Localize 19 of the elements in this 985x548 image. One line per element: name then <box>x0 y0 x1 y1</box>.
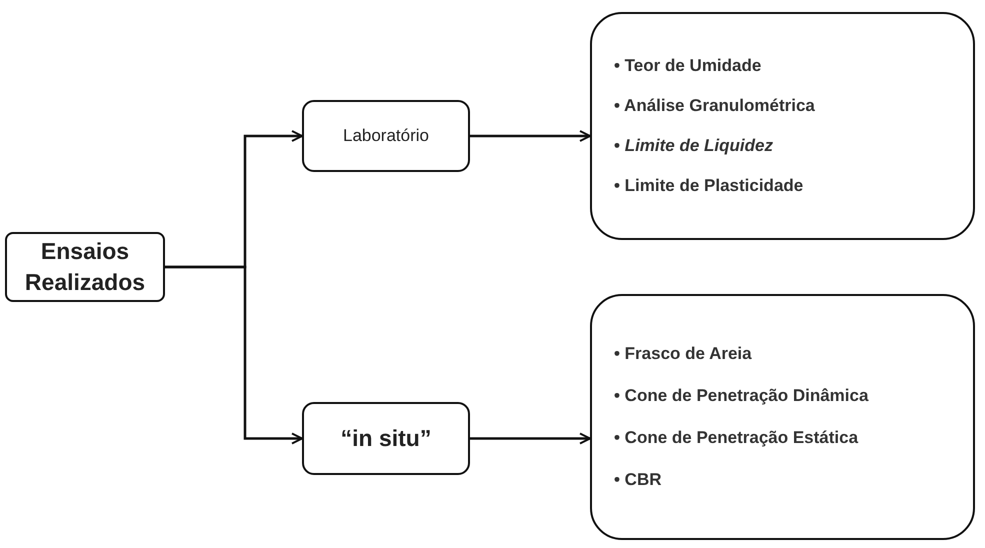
list-box <box>590 12 975 240</box>
list-item: • Teor de Umidade <box>614 56 762 76</box>
list-item: • Limite de Plasticidade <box>614 176 804 196</box>
arrow <box>165 266 303 444</box>
list-item: • Limite de Liquidez <box>614 136 774 156</box>
box-label: Ensaios Realizados <box>24 236 146 297</box>
box-label: Laboratório <box>342 124 429 147</box>
list-item: • Cone de Penetração Estática <box>614 428 860 448</box>
list-item: • Análise Granulométrica <box>614 96 815 116</box>
list-box <box>590 294 975 540</box>
process-box <box>302 402 470 475</box>
list-item: • CBR <box>614 470 663 490</box>
list-item: • Cone de Penetração Dinâmica <box>614 386 868 406</box>
arrow <box>470 432 591 444</box>
process-box <box>302 100 470 172</box>
arrow <box>470 130 591 142</box>
list-item: • Frasco de Areia <box>614 344 753 364</box>
box-label: “in situ” <box>340 424 432 453</box>
process-box <box>5 232 165 302</box>
